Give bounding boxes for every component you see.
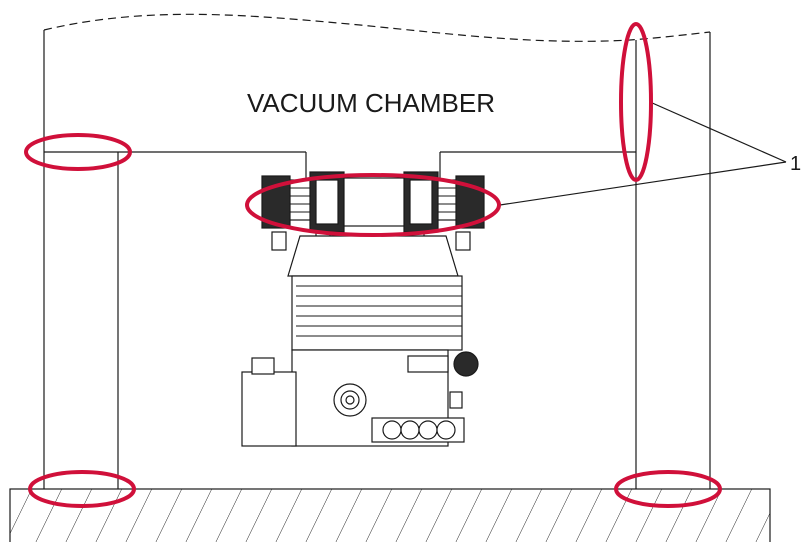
- chamber-walls: [43, 13, 711, 489]
- callout-number: 1: [790, 153, 801, 175]
- chamber-label: VACUUM CHAMBER: [247, 88, 495, 118]
- chamber-top-edge: [43, 13, 711, 42]
- callout-leaders: [499, 101, 787, 206]
- highlight-ellipse-icon: [24, 133, 132, 171]
- highlight-ellipse-icon: [619, 22, 653, 182]
- turbomolecular-pump-icon: [241, 171, 485, 447]
- hatched-floor: [9, 488, 771, 542]
- highlight-ellipse-icon: [28, 470, 136, 508]
- highlight-ellipse-icon: [614, 470, 722, 508]
- highlight-ellipses: [24, 22, 722, 508]
- highlight-ellipse-icon: [245, 173, 501, 237]
